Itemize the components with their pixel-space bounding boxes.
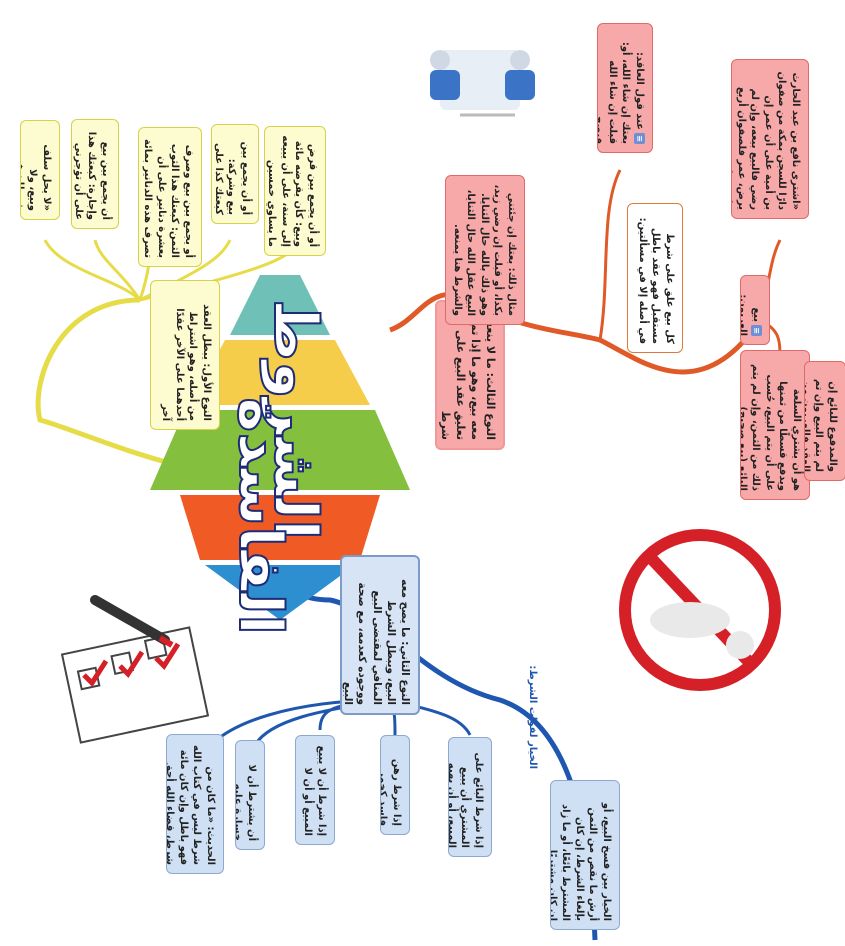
pyramid-tier-4: [180, 495, 380, 560]
blue-spokes: [198, 698, 472, 761]
pyramid-tier-2: [190, 340, 370, 405]
pyramid-tier-5: [205, 565, 355, 620]
pyramid-tier-1: [230, 275, 330, 335]
pyramid-tier-3: [150, 410, 410, 490]
red-trunk: [389, 292, 763, 375]
